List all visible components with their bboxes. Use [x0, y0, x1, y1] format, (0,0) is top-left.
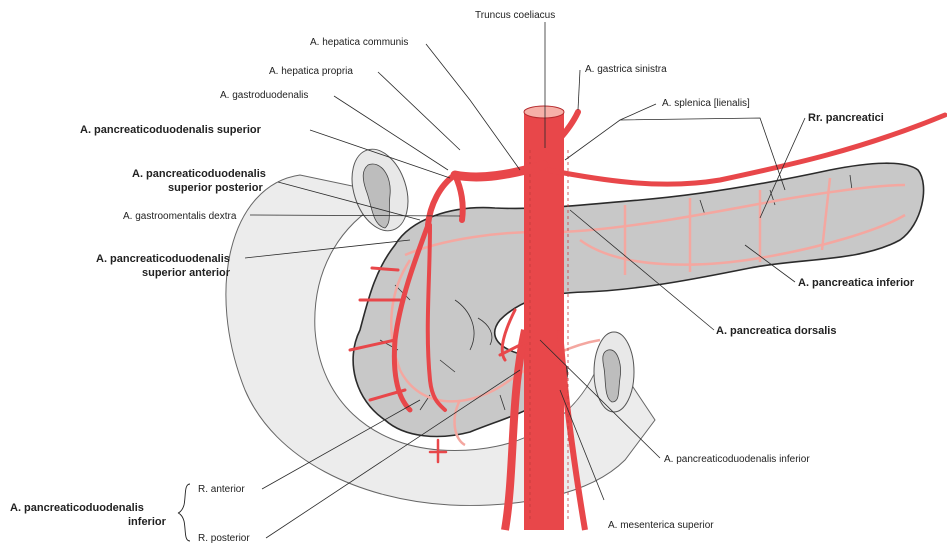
label-mesenterica-superior: A. mesenterica superior	[608, 520, 714, 531]
label-r-anterior: R. anterior	[198, 484, 245, 495]
label-pancreatica-dorsalis: A. pancreatica dorsalis	[716, 325, 836, 337]
label-pd-sup-post-2: superior posterior	[168, 182, 263, 194]
label-pd-superior: A. pancreaticoduodenalis superior	[80, 124, 262, 136]
label-hepatica-communis: A. hepatica communis	[310, 37, 408, 48]
label-gastroduodenalis: A. gastroduodenalis	[220, 90, 308, 101]
label-pd-inf-1: A. pancreaticoduodenalis	[10, 502, 144, 514]
label-pd-inf-2: inferior	[128, 516, 167, 528]
label-pd-sup-post-1: A. pancreaticoduodenalis	[132, 168, 266, 180]
label-pd-sup-ant-2: superior anterior	[142, 267, 231, 279]
label-rr-pancreatici: Rr. pancreatici	[808, 112, 884, 124]
label-hepatica-propria: A. hepatica propria	[269, 66, 353, 77]
brace	[178, 484, 190, 541]
label-truncus-coeliacus: Truncus coeliacus	[475, 10, 555, 21]
label-r-posterior: R. posterior	[198, 533, 250, 544]
label-gastroomentalis: A. gastroomentalis dextra	[123, 211, 237, 222]
label-pd-sup-ant-1: A. pancreaticoduodenalis	[96, 253, 230, 265]
label-splenica: A. splenica [lienalis]	[662, 98, 750, 109]
jejunum-section	[594, 332, 634, 412]
label-pancreatica-inferior: A. pancreatica inferior	[798, 277, 915, 289]
label-gastrica-sinistra: A. gastrica sinistra	[585, 64, 667, 75]
label-pd-inferior-right: A. pancreaticoduodenalis inferior	[664, 454, 810, 465]
